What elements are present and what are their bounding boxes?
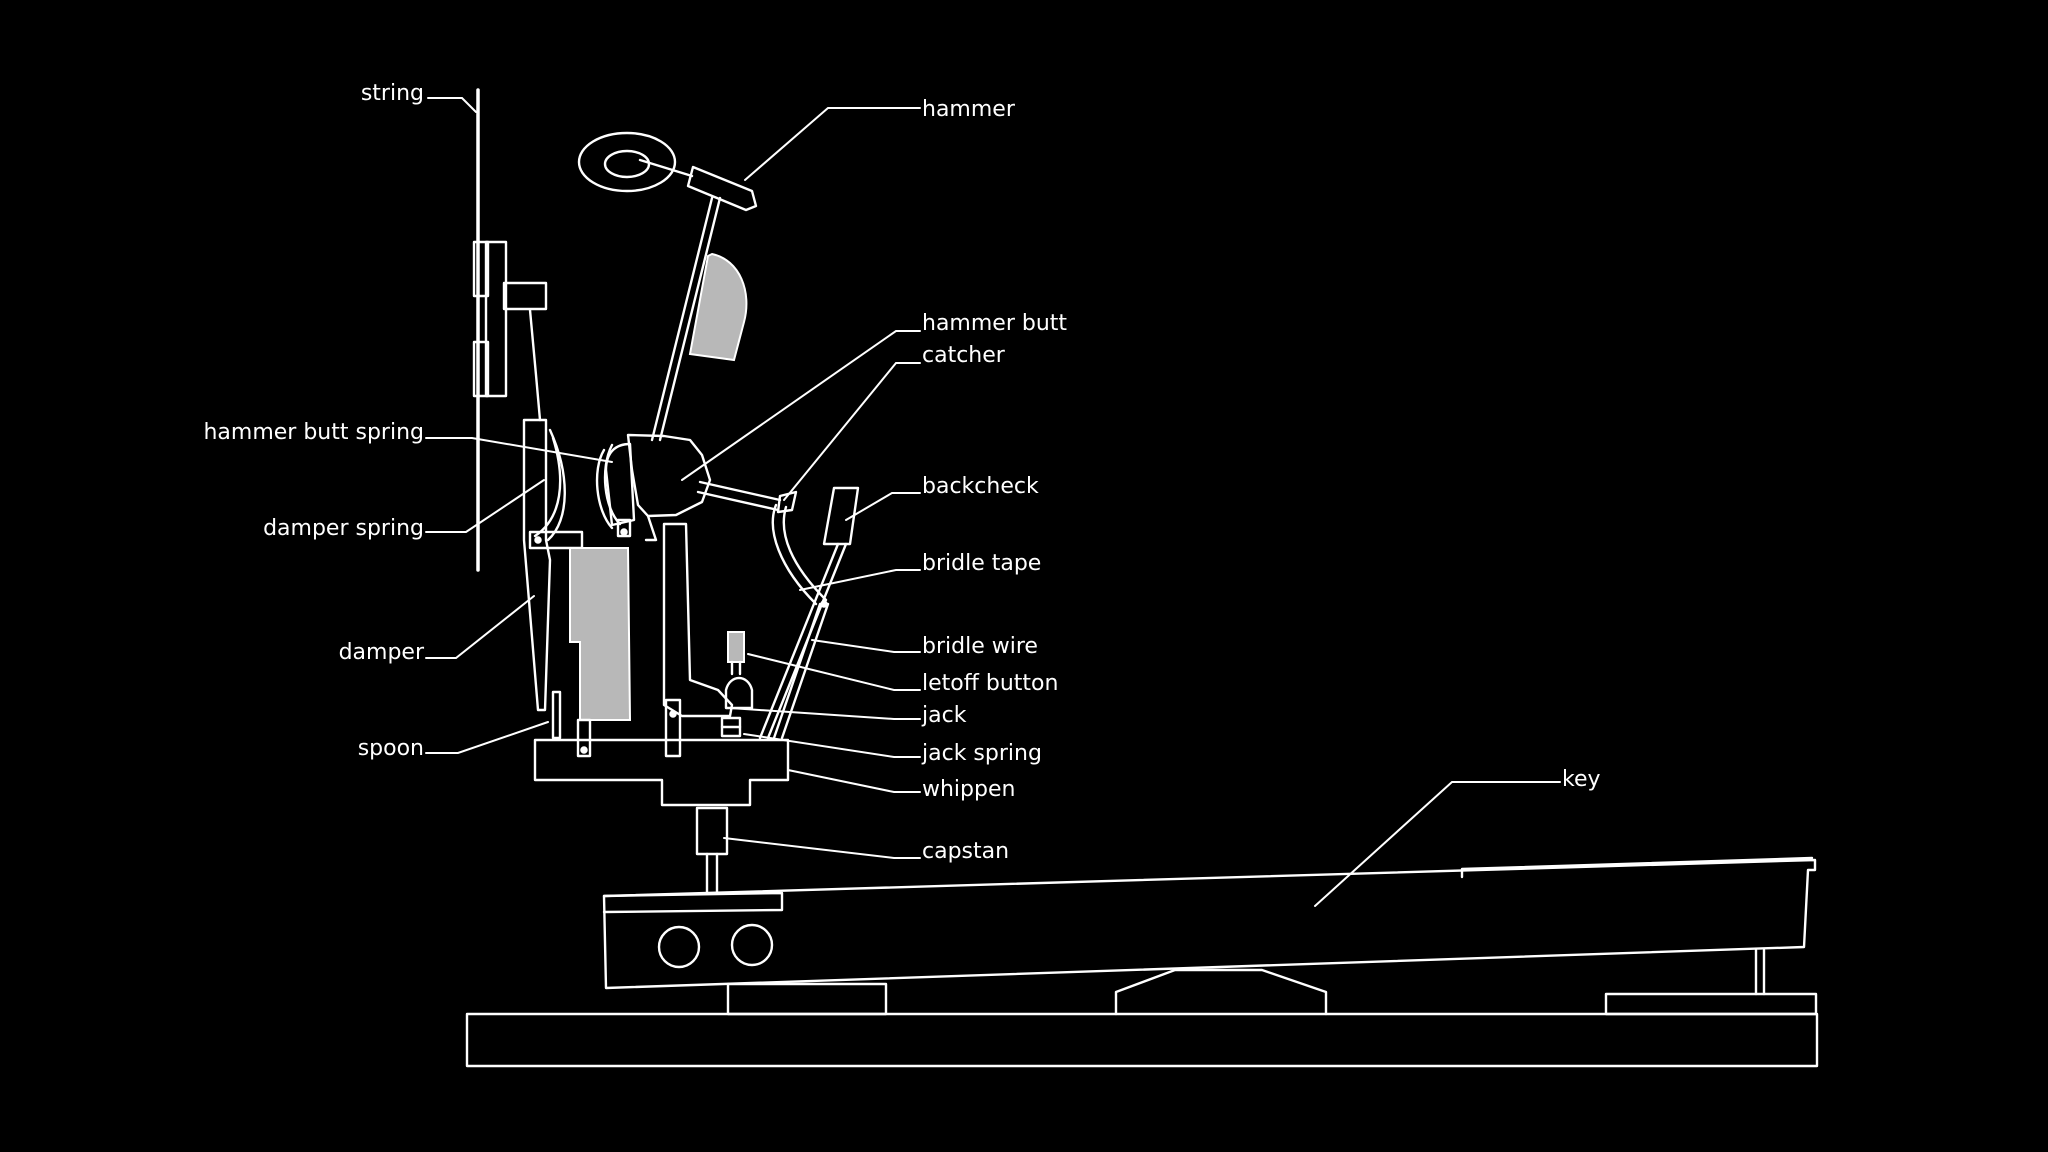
leader-jack-spring	[743, 733, 921, 758]
leader-damper	[425, 595, 535, 659]
spoon-part	[551, 690, 562, 740]
leader-hammer	[744, 107, 921, 181]
label-whippen: whippen	[922, 777, 1015, 802]
label-hammer-butt: hammer butt	[922, 311, 1067, 336]
label-capstan: capstan	[922, 839, 1009, 864]
leader-bridle-tape	[799, 569, 921, 591]
label-bridle-tape: bridle tape	[922, 551, 1041, 576]
bridle-wire-part	[772, 600, 830, 740]
leader-catcher	[783, 362, 921, 501]
label-hammer: hammer	[922, 97, 1016, 122]
label-damper-spring: damper spring	[263, 516, 424, 541]
jack-spring-part	[720, 716, 742, 738]
catcher-part	[696, 480, 798, 514]
backcheck-part	[758, 486, 860, 740]
label-jack-spring: jack spring	[921, 741, 1042, 766]
label-letoff-button: letoff button	[922, 671, 1058, 696]
damper-block	[528, 530, 632, 758]
leader-bridle-wire	[811, 639, 921, 653]
leader-hammer-butt	[681, 330, 921, 481]
leader-spoon	[425, 721, 549, 754]
jack-part	[662, 522, 734, 758]
leader-capstan	[723, 837, 921, 859]
key-body	[602, 856, 1817, 996]
leader-string	[427, 97, 477, 113]
keybed	[465, 968, 1819, 1068]
leader-lines	[425, 97, 1561, 907]
label-spoon: spoon	[358, 736, 424, 761]
damper-lever	[522, 418, 566, 712]
hammer-part	[577, 131, 758, 442]
hammer-butt-part	[604, 433, 712, 542]
bridle-tape-part	[771, 503, 828, 606]
label-key: key	[1562, 767, 1601, 792]
leader-letoff-button	[747, 653, 921, 691]
label-catcher: catcher	[922, 343, 1006, 368]
leader-hammer-butt-spring	[425, 437, 613, 463]
letoff-button-part	[724, 631, 754, 710]
labels: string hammer hammer butt catcher hammer…	[203, 81, 1600, 864]
leader-key	[1314, 781, 1561, 907]
label-bridle-wire: bridle wire	[922, 634, 1038, 659]
leader-whippen	[787, 769, 921, 793]
leader-jack	[729, 707, 921, 720]
capstan-screw	[695, 806, 729, 894]
label-hammer-butt-spring: hammer butt spring	[203, 420, 424, 445]
leader-backcheck	[845, 492, 921, 521]
damper-head	[472, 240, 548, 422]
whippen-body	[533, 738, 790, 807]
springs	[595, 443, 622, 530]
label-backcheck: backcheck	[922, 474, 1039, 499]
leader-damper-spring	[425, 479, 545, 533]
label-damper: damper	[339, 640, 425, 665]
label-string: string	[361, 81, 424, 106]
label-jack: jack	[921, 703, 967, 728]
